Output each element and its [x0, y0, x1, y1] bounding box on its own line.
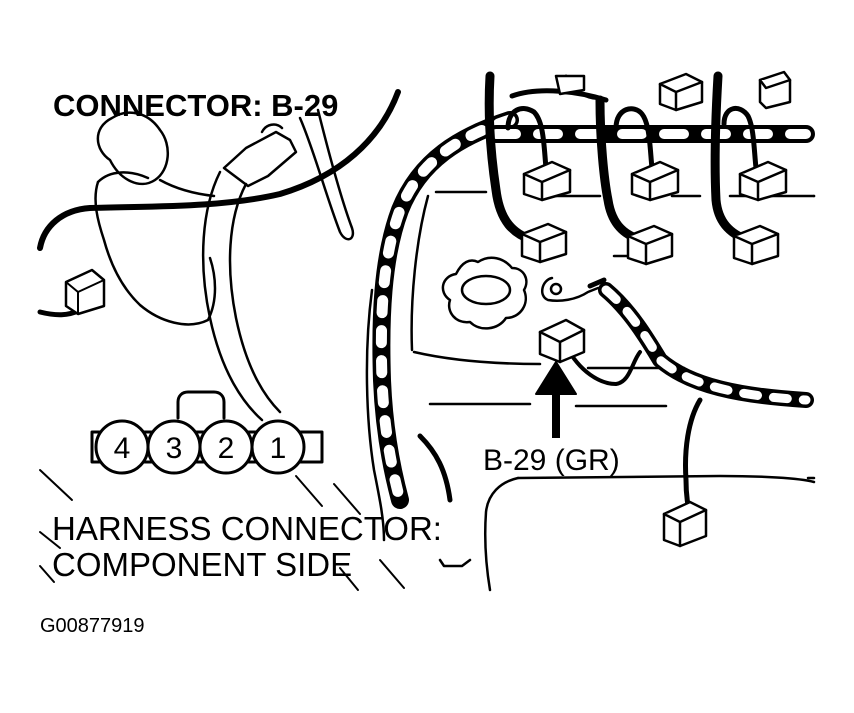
b29-callout-label: B-29 (GR): [483, 444, 620, 477]
left-small-connector: [37, 268, 106, 318]
pin-label-4: 4: [114, 432, 131, 465]
component-body: [94, 111, 217, 326]
striped-harness: [372, 111, 519, 509]
pin-label-2: 2: [218, 432, 235, 465]
right-frame: [806, 194, 816, 480]
pin-label-1: 1: [270, 432, 287, 465]
diagram-title: CONNECTOR: B-29: [53, 88, 339, 123]
left-hose: [201, 108, 355, 422]
caption-line-1: HARNESS CONNECTOR:: [52, 510, 442, 547]
filler-cap: [441, 256, 528, 330]
main-cable-left: [37, 89, 401, 251]
ground-terminal: [540, 276, 607, 302]
b29-connector-shape: [538, 318, 708, 548]
lower-striped-harness: [564, 282, 814, 519]
connector-pins: 4 3 2 1: [94, 419, 306, 475]
caption-line-2: COMPONENT SIDE: [52, 546, 353, 583]
pin-label-3: 3: [166, 432, 183, 465]
hatch-lines: [39, 469, 405, 591]
callout-arrow: [535, 361, 577, 438]
injector-connectors: [520, 70, 792, 266]
figure-id: G00877919: [40, 615, 145, 637]
injector-rail: [484, 71, 815, 245]
